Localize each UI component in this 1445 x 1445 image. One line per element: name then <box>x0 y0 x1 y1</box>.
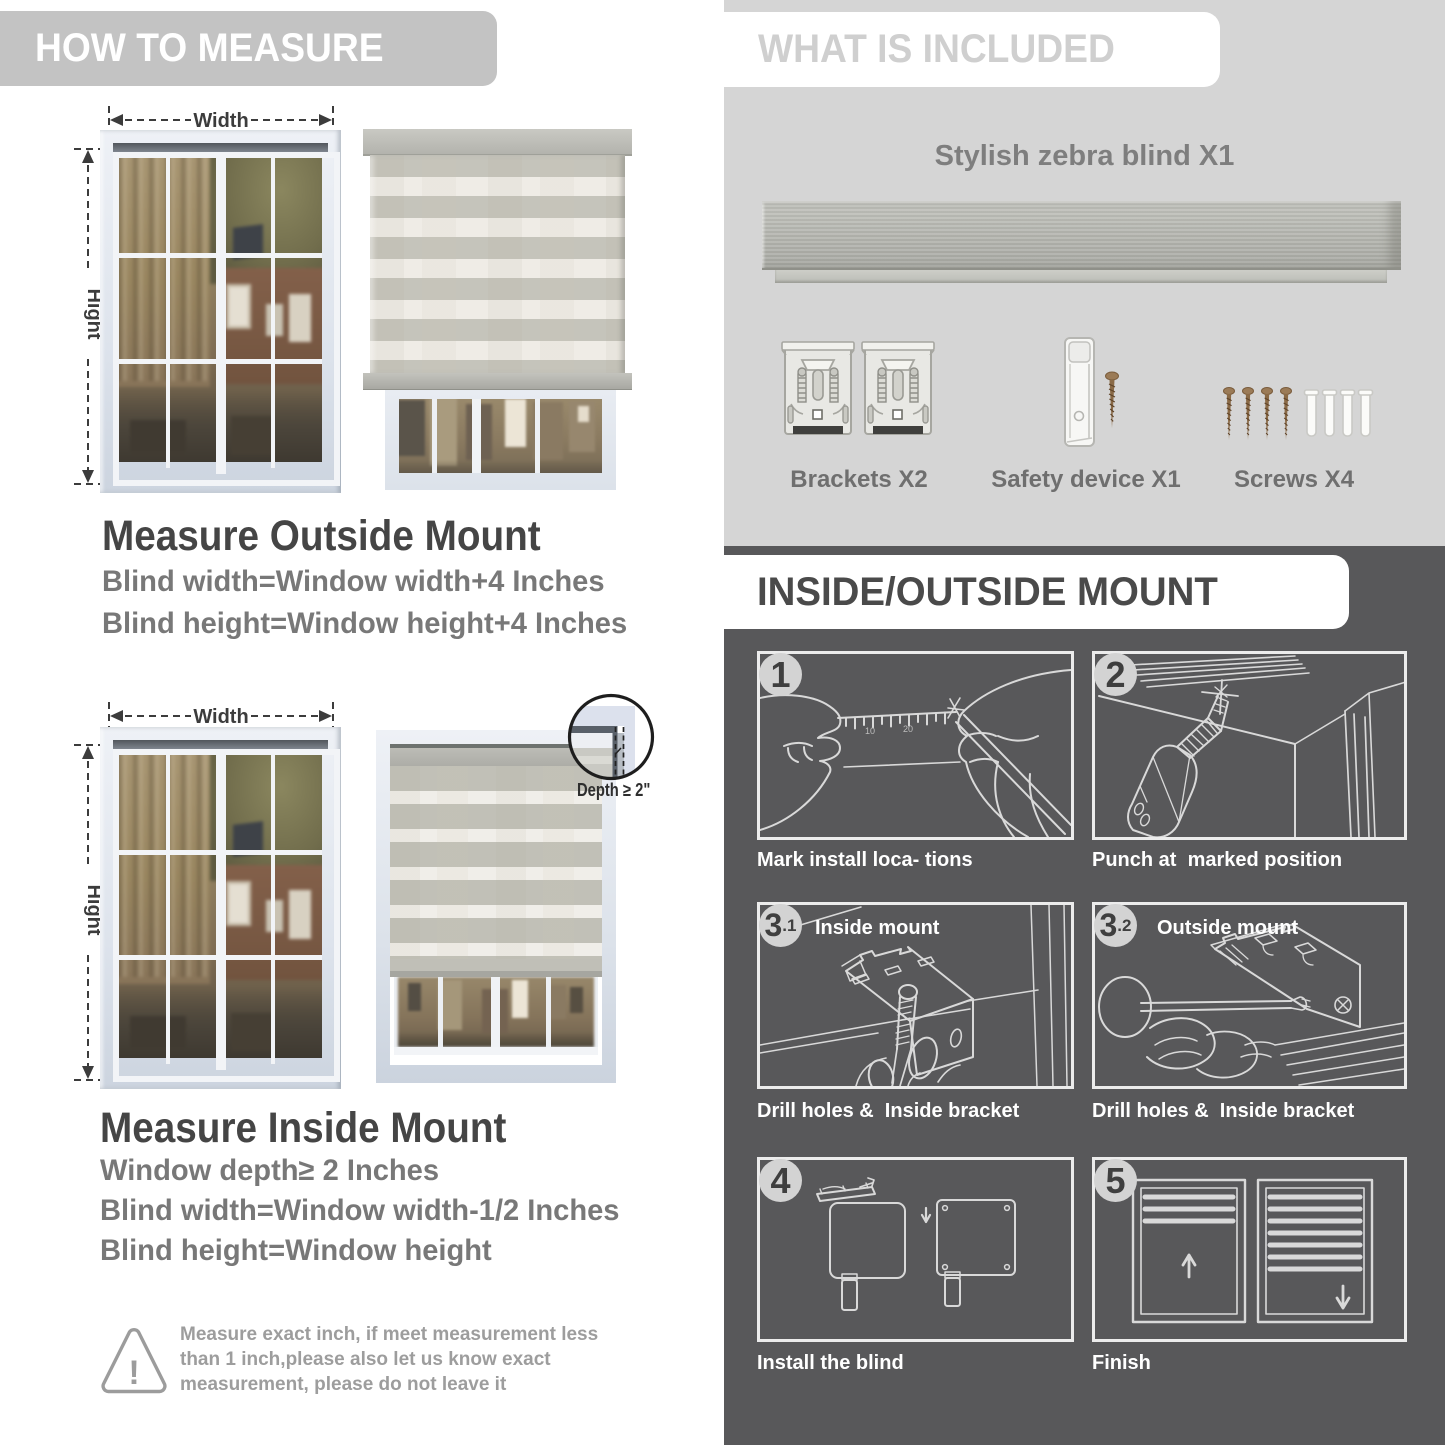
svg-text:10: 10 <box>865 726 875 736</box>
svg-text:Hight: Hight <box>83 288 104 339</box>
svg-text:Hight: Hight <box>83 884 104 935</box>
svg-text:Width: Width <box>193 110 248 132</box>
svg-text:20: 20 <box>903 724 913 734</box>
svg-text:Width: Width <box>193 706 248 728</box>
svg-text:!: ! <box>128 1354 139 1392</box>
